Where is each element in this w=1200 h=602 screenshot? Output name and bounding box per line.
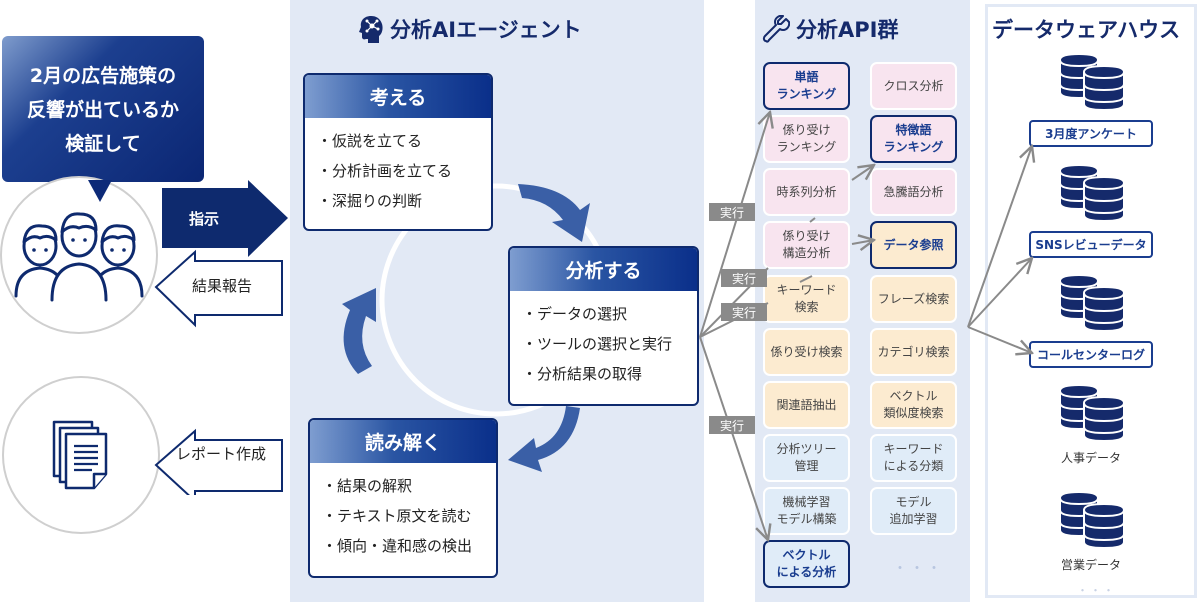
- dwh-arrow-callcenter: [967, 326, 1032, 353]
- step-title: 分析する: [510, 248, 697, 291]
- api-item[interactable]: カテゴリ検索: [870, 328, 957, 376]
- api-item[interactable]: キーワード による分類: [870, 434, 957, 482]
- api-item[interactable]: 係り受け ランキング: [763, 115, 850, 163]
- api-item[interactable]: データ参照: [870, 221, 957, 269]
- exec-arrow-word-ranking: [699, 112, 770, 338]
- exec-tag: 実行: [721, 303, 767, 321]
- database-icon: [1059, 52, 1125, 112]
- user-request-line: 2月の広告施策の: [29, 65, 177, 87]
- api-item[interactable]: 時系列分析: [763, 168, 850, 216]
- api-title-text: 分析API群: [796, 18, 899, 42]
- api-item[interactable]: ベクトル による分析: [763, 540, 850, 588]
- result-report-label: 結果報告: [192, 277, 253, 295]
- instruction-arrow: [162, 180, 288, 257]
- dwh-item-label[interactable]: 3月度アンケート: [1029, 120, 1153, 147]
- api-item[interactable]: フレーズ検索: [870, 275, 957, 323]
- api-item[interactable]: 機械学習 モデル構築: [763, 487, 850, 535]
- step-item: ・ツールの選択と実行: [522, 335, 673, 353]
- dwh-item-label[interactable]: コールセンターログ: [1029, 341, 1153, 368]
- users-circle: [0, 176, 158, 334]
- flow-arrows: [154, 180, 288, 495]
- step-card-think: 考える ・仮説を立てる ・分析計画を立てる ・深掘りの判断: [303, 73, 493, 231]
- dwh-more-dots: ・・・: [1077, 584, 1116, 597]
- step-card-analyze: 分析する ・データの選択 ・ツールの選択と実行 ・分析結果の取得: [508, 246, 699, 406]
- step-card-interpret: 読み解く ・結果の解釈 ・テキスト原文を読む ・傾向・違和感の検出: [308, 418, 498, 578]
- api-item[interactable]: 係り受け 構造分析: [763, 221, 850, 269]
- api-item[interactable]: キーワード 検索: [763, 275, 850, 323]
- database-icon: [1059, 273, 1125, 333]
- cycle-graphics: [342, 183, 613, 472]
- database-icon: [1059, 490, 1125, 550]
- api-more-dots: ・・・: [893, 561, 944, 577]
- exec-tag: 実行: [709, 416, 755, 434]
- user-request-line: 検証して: [65, 133, 141, 155]
- wrench-icon: [762, 15, 790, 43]
- exec-arrow-vector: [699, 336, 768, 540]
- api-item[interactable]: 急騰語分析: [870, 168, 957, 216]
- cycle-arrow-interpret-to-think: [342, 288, 376, 374]
- api-title: 分析API群: [762, 14, 898, 44]
- result-report-arrow: [154, 249, 283, 328]
- cycle-arrow-think-to-analyze: [518, 184, 590, 242]
- api-item[interactable]: モデル 追加学習: [870, 487, 957, 535]
- ai-head-icon: [359, 16, 383, 43]
- dwh-arrow-survey: [967, 146, 1032, 328]
- api-item[interactable]: 特徴語 ランキング: [870, 115, 957, 163]
- step-item: ・テキスト原文を読む: [322, 507, 472, 525]
- step-item: ・仮説を立てる: [317, 132, 423, 150]
- agent-title: 分析AIエージェント: [358, 14, 582, 44]
- agent-title-text: 分析AIエージェント: [390, 18, 582, 42]
- api-arrow-dash-2: [799, 275, 813, 283]
- user-request-bubble: 2月の広告施策の 反響が出ているか 検証して: [2, 36, 204, 182]
- report-circle: [2, 376, 160, 534]
- report-creation-label: レポート作成: [176, 445, 267, 463]
- dwh-item-label[interactable]: 人事データ: [1060, 451, 1121, 465]
- cycle-arrow-analyze-to-interpret: [508, 406, 580, 472]
- instruction-label: 指示: [189, 210, 220, 228]
- step-item: ・深掘りの判断: [317, 192, 423, 210]
- step-title: 考える: [305, 75, 491, 118]
- step-item: ・分析結果の取得: [522, 365, 643, 383]
- database-icon: [1059, 163, 1125, 223]
- dwh-item-label[interactable]: 営業データ: [1060, 558, 1121, 572]
- step-item: ・傾向・違和感の検出: [322, 537, 473, 555]
- exec-tag: 実行: [709, 203, 755, 221]
- api-item[interactable]: ベクトル 類似度検索: [870, 381, 957, 429]
- users-icon: [14, 212, 144, 302]
- exec-tag: 実行: [721, 269, 767, 287]
- step-title: 読み解く: [310, 420, 496, 463]
- api-arrow-to-feature-ranking: [851, 165, 874, 181]
- api-item[interactable]: 関連語抽出: [763, 381, 850, 429]
- step-item: ・分析計画を立てる: [317, 162, 453, 180]
- step-item: ・データの選択: [522, 305, 628, 323]
- database-icon: [1059, 383, 1125, 443]
- report-creation-arrow: [154, 428, 283, 495]
- api-arrow-to-data-ref: [851, 240, 874, 244]
- documents-icon: [52, 420, 108, 490]
- api-item[interactable]: 分析ツリー 管理: [763, 434, 850, 482]
- api-arrow-dash-1: [809, 217, 816, 223]
- dwh-item-label[interactable]: SNSレビューデータ: [1029, 231, 1153, 258]
- step-item: ・結果の解釈: [322, 477, 413, 495]
- dwh-title: データウェアハウス: [992, 18, 1181, 42]
- api-item[interactable]: クロス分析: [870, 62, 957, 110]
- user-request-line: 反響が出ているか: [26, 99, 179, 121]
- api-item[interactable]: 係り受け検索: [763, 328, 850, 376]
- dwh-arrow-sns: [967, 258, 1032, 328]
- api-item[interactable]: 単語 ランキング: [763, 62, 850, 110]
- bubble-tail: [88, 180, 112, 202]
